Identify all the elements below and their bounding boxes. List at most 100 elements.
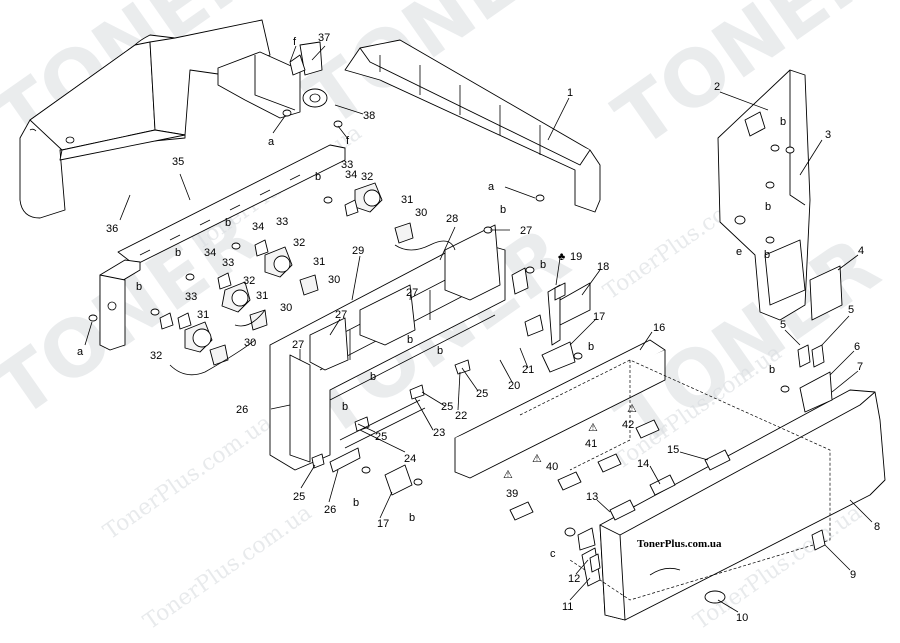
callout-label: 17: [377, 518, 389, 530]
leader-lines: [84, 45, 873, 613]
callout-label: e: [736, 246, 742, 258]
front-frame: [99, 224, 506, 471]
callout-label: 36: [106, 223, 118, 235]
callout-label: 6: [854, 341, 860, 353]
callout-label: 32: [243, 275, 255, 287]
callout-label: 9: [850, 569, 856, 581]
callout-label: 31: [256, 290, 268, 302]
callout-label: 35: [172, 156, 184, 168]
right-side-plate: [717, 69, 843, 321]
callout-label: 8: [874, 521, 880, 533]
callout-label: b: [370, 371, 376, 383]
callout-label: b: [765, 201, 771, 213]
top-rail: [344, 39, 601, 213]
callout-label: a: [268, 136, 275, 148]
callout-label: b: [225, 217, 231, 229]
warning-icon: ⚠: [532, 453, 542, 465]
callout-label: 34: [204, 247, 216, 259]
callout-label: 27: [292, 339, 304, 351]
screws-and-hinges: [780, 344, 833, 551]
callout-label: b: [500, 204, 506, 216]
callout-label: 26: [324, 504, 336, 516]
callout-label: 40: [546, 461, 558, 473]
callout-label: 33: [222, 257, 234, 269]
callout-label: 34: [252, 221, 264, 233]
callout-label: 29: [352, 245, 364, 257]
watermark-site: TonerPlus.com.ua: [139, 500, 316, 635]
callout-label: 37: [318, 32, 330, 44]
callout-label: 30: [244, 337, 256, 349]
warning-icon: ⚠: [503, 469, 513, 481]
callout-label: 39: [506, 488, 518, 500]
left-cover-panel: [19, 19, 271, 219]
callout-label: 13: [586, 491, 598, 503]
callout-label: 11: [562, 601, 573, 613]
callout-label: 12: [568, 573, 580, 585]
callout-label: 32: [361, 171, 373, 183]
callout-label: f: [293, 36, 297, 48]
callout-label: 15: [667, 444, 679, 456]
callout-label: 30: [280, 302, 292, 314]
callout-label: f: [346, 135, 350, 147]
warning-icon: ⚠: [588, 422, 598, 434]
callout-label: 30: [415, 207, 427, 219]
callout-label: 5: [780, 319, 786, 331]
callout-label: b: [407, 334, 413, 346]
callout-label: b: [315, 171, 321, 183]
callout-label: 10: [736, 612, 748, 624]
callout-label: b: [540, 259, 546, 271]
callout-label: 1: [567, 87, 573, 99]
callout-label: 25: [441, 401, 453, 413]
gear-assemblies: [88, 182, 456, 376]
callout-label: 16: [653, 322, 665, 334]
callout-label: 31: [197, 309, 209, 321]
callout-label: b: [769, 364, 775, 376]
callout-label: 25: [293, 491, 305, 503]
callout-label: 3: [825, 129, 831, 141]
callout-label: 33: [185, 291, 197, 303]
bracket-assembly: [217, 41, 343, 128]
callout-label: 26: [236, 404, 248, 416]
callout-label: b: [780, 116, 786, 128]
callout-label: b: [588, 341, 594, 353]
callout-label: 25: [375, 431, 387, 443]
warning-icon: ⚠: [627, 403, 637, 415]
callout-label: b: [409, 512, 415, 524]
callout-label: 28: [446, 213, 458, 225]
callout-label: 22: [455, 410, 467, 422]
callout-label: 2: [714, 81, 720, 93]
callout-label: b: [764, 249, 770, 261]
callout-label: 25: [476, 388, 488, 400]
brand-label: TonerPlus.com.ua: [635, 538, 724, 550]
callout-label: 30: [328, 274, 340, 286]
callout-label: 31: [401, 194, 413, 206]
callout-labels: 1 2 3 4 5 5 6 7 8 9 10 11 12 13 14 15 16…: [77, 32, 880, 624]
callout-label: b: [136, 281, 142, 293]
callout-label: 41: [585, 438, 597, 450]
label-sheet: [454, 339, 666, 479]
callout-label: 27: [520, 225, 532, 237]
callout-label: 32: [293, 237, 305, 249]
callout-label: 38: [363, 110, 375, 122]
callout-label: a: [77, 346, 84, 358]
callout-label: 19: [570, 251, 582, 263]
callout-label: 17: [593, 311, 605, 323]
club-icon: ♣: [558, 251, 565, 263]
watermark-site: TonerPlus.com.ua: [99, 410, 276, 545]
callout-label: 21: [522, 364, 534, 376]
callout-label: 33: [341, 159, 353, 171]
callout-label: 34: [345, 169, 357, 181]
callout-label: 4: [858, 245, 864, 257]
sensor-brackets: [483, 226, 591, 373]
latch-and-labels: [509, 419, 731, 587]
callout-label: b: [353, 497, 359, 509]
callout-label: 42: [622, 419, 634, 431]
callout-label: 7: [857, 361, 863, 373]
warning-icons: ⚠ ⚠ ⚠ ⚠ ♣: [503, 251, 637, 481]
callout-label: 18: [597, 261, 609, 273]
callout-label: 14: [637, 458, 649, 470]
callout-label: 27: [335, 309, 347, 321]
callout-label: 33: [276, 216, 288, 228]
callout-label: 31: [313, 256, 325, 268]
